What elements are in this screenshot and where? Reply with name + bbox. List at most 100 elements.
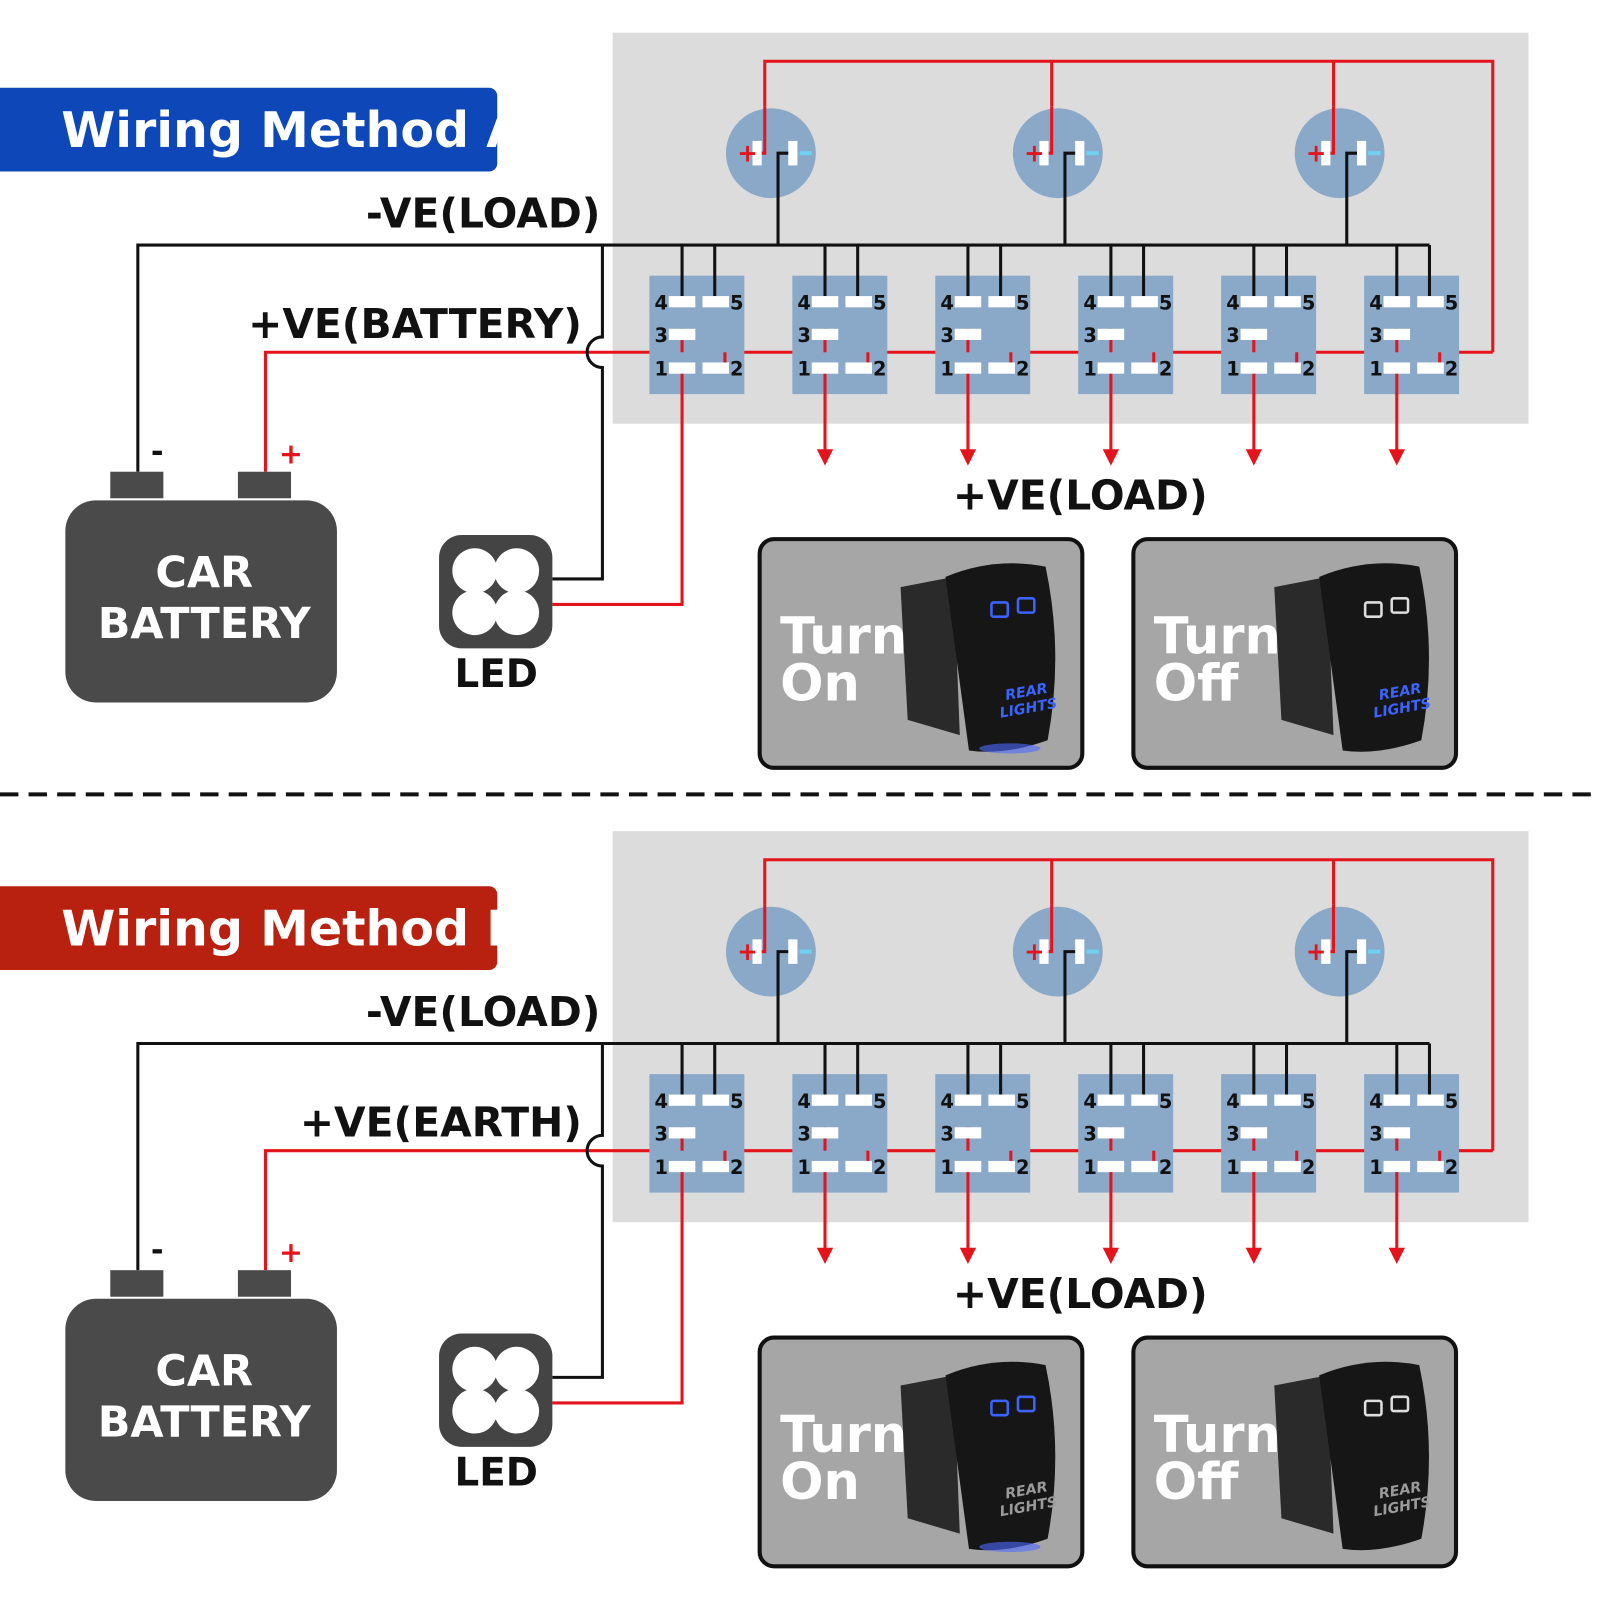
pin-terminal <box>1383 1094 1411 1106</box>
pin-terminal <box>1383 328 1411 341</box>
pin-terminal <box>1097 1127 1125 1139</box>
pin-terminal <box>954 296 982 308</box>
source-positive-lead <box>1048 904 1054 954</box>
pin-terminal <box>668 296 696 308</box>
pin-terminal <box>1240 1127 1268 1139</box>
battery-label: BATTERY <box>98 1398 312 1448</box>
source-plate <box>1321 939 1331 964</box>
source-plate <box>1039 939 1049 964</box>
pin-terminal <box>668 362 696 374</box>
source-negative-lead <box>1345 950 1357 1044</box>
led-lens <box>452 1346 498 1392</box>
pin-label-4: 4 <box>797 291 810 314</box>
power-source: + <box>725 106 816 246</box>
switch-housing <box>900 1375 960 1534</box>
pin-terminal <box>668 328 696 341</box>
card-label: Turn <box>1154 1406 1281 1465</box>
source-positive-lead <box>1048 106 1054 155</box>
pin-terminal <box>1417 296 1444 308</box>
source-plate <box>1321 140 1331 166</box>
minus-mark <box>799 949 812 954</box>
glow <box>979 743 1041 754</box>
minus-mark <box>799 151 812 156</box>
arrow-down-icon <box>1245 1247 1263 1265</box>
light-icon <box>1390 597 1410 614</box>
arrow-down-icon <box>1388 1247 1405 1265</box>
pin-label-3: 3 <box>1369 1123 1382 1146</box>
pin-terminal <box>1131 1094 1158 1106</box>
pin-terminal <box>1240 328 1268 341</box>
pin-label-5: 5 <box>1302 291 1315 314</box>
plus-mark: + <box>1306 138 1327 167</box>
arrow-down-icon <box>959 1247 977 1265</box>
battery-plus-sign: + <box>279 1235 303 1269</box>
switch-body <box>1078 1074 1174 1193</box>
pin-label-5: 5 <box>1016 1090 1029 1113</box>
pin-terminal <box>1383 1160 1411 1173</box>
pin-terminal <box>811 1127 839 1139</box>
battery-positive-terminal <box>237 471 291 499</box>
pin-label-4: 4 <box>1083 1090 1096 1113</box>
pin-label-1: 1 <box>797 1156 810 1179</box>
rocker-switch <box>1319 563 1429 752</box>
power-source: + <box>1294 106 1385 246</box>
source-plate <box>752 939 762 964</box>
battery-minus-sign: - <box>151 435 164 470</box>
pin-terminal <box>1417 362 1444 374</box>
pin-terminal <box>954 362 982 374</box>
led-negative-wire <box>552 1043 604 1379</box>
pin-terminal <box>988 362 1015 374</box>
pin-label-2: 2 <box>1016 358 1029 381</box>
arrow-down-icon <box>1102 1247 1120 1265</box>
pin-label-2: 2 <box>1445 1156 1458 1179</box>
pin-label-3: 3 <box>1369 324 1382 347</box>
source-plate <box>1075 140 1085 166</box>
led-lens <box>494 1346 540 1392</box>
pin-label-4: 4 <box>1226 291 1239 314</box>
led-light: LED <box>439 535 553 697</box>
pin-label-3: 3 <box>797 1123 810 1146</box>
power-source: + <box>1012 904 1103 1044</box>
pin-terminal <box>1417 1094 1444 1106</box>
pin-label-4: 4 <box>1369 291 1382 314</box>
card-label: Off <box>1154 654 1239 713</box>
switch-body <box>649 275 745 395</box>
switch-legend: REAR <box>1378 681 1423 704</box>
switch-body <box>1364 1074 1460 1193</box>
pin-label-1: 1 <box>1369 1156 1382 1179</box>
pin-terminal <box>1097 362 1125 374</box>
pin-label-3: 3 <box>1083 1123 1096 1146</box>
battery-plus-sign: + <box>279 437 303 471</box>
light-icon <box>1390 1395 1410 1413</box>
arrow-down-icon <box>816 1247 834 1265</box>
negative-bus-wire <box>136 1041 1430 1271</box>
pin-label-5: 5 <box>730 291 743 314</box>
source-plate <box>788 939 798 964</box>
pin-terminal <box>954 1127 982 1139</box>
source-positive-lead <box>761 106 767 155</box>
pin-terminal <box>1274 1094 1301 1106</box>
switch-housing <box>900 576 960 736</box>
pin-label-1: 1 <box>654 358 667 381</box>
pin-terminal <box>1240 296 1268 308</box>
positive-load-label: +VE(LOAD) <box>953 472 1208 520</box>
arrow-down-icon <box>1102 449 1120 466</box>
light-icon <box>1016 597 1036 614</box>
pin-terminal <box>811 328 839 341</box>
pin-terminal <box>702 1160 730 1173</box>
positive-source-label: +VE(EARTH) <box>300 1098 582 1146</box>
pin-terminal <box>811 1094 839 1106</box>
led-negative-wire <box>552 245 604 581</box>
negative-bus-wire <box>136 243 1430 472</box>
pin-terminal <box>1097 1094 1125 1106</box>
battery-label: CAR <box>155 548 253 598</box>
pin-label-3: 3 <box>654 324 667 347</box>
switch-body <box>792 1074 888 1193</box>
